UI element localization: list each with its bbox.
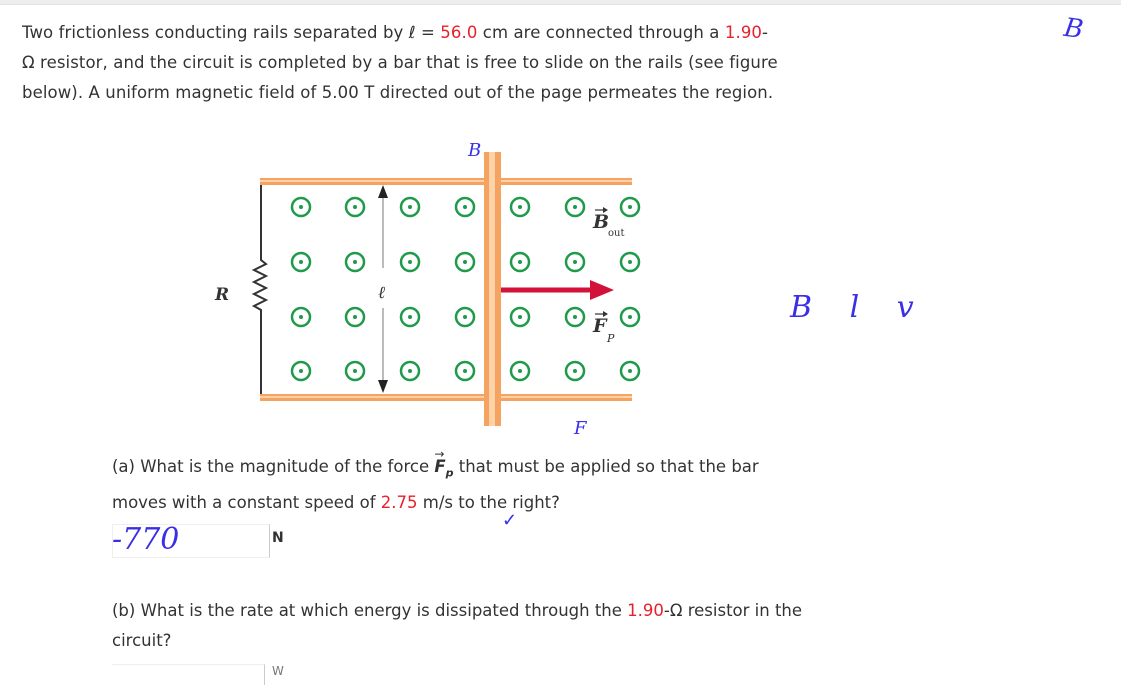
resistance-value: 1.90 [724, 23, 763, 42]
answer-a-unit: N [272, 530, 284, 546]
question-a-line-2: moves with a constant speed of 2.75 m/s … [112, 493, 560, 513]
question-a-line-1: (a) What is the magnitude of the force →… [112, 447, 1092, 488]
speed-value: 2.75 [380, 493, 418, 513]
rail-circuit-figure: R ℓ B out F P [200, 140, 660, 440]
question-a: (a) What is the magnitude of the force →… [112, 447, 1092, 518]
length-label: ℓ [378, 283, 385, 303]
question-b-line-2: circuit? [112, 631, 172, 650]
force-vector-symbol: →Fp [434, 447, 454, 480]
svg-text:out: out [608, 228, 624, 239]
resistor-icon [251, 185, 269, 394]
magnetic-field-out-icons [290, 196, 641, 382]
circuit-diagram: R ℓ B out F P [214, 152, 641, 426]
arrow-down-icon [378, 380, 388, 393]
Fp-label: F [592, 315, 608, 337]
problem-line-3: below). A uniform magnetic field of 5.00… [22, 83, 774, 102]
answer-b-input[interactable] [112, 664, 265, 685]
svg-text:P: P [606, 332, 615, 345]
answer-b-unit: W [272, 664, 284, 678]
resistance-value-b: 1.90 [627, 601, 664, 620]
problem-line-1: Two frictionless conducting rails separa… [22, 23, 769, 42]
answer-a-input[interactable] [112, 524, 270, 558]
problem-line-2: Ω resistor, and the circuit is completed… [22, 53, 778, 72]
top-divider [0, 0, 1121, 5]
problem-statement: Two frictionless conducting rails separa… [22, 18, 1102, 108]
arrow-up-icon [378, 185, 388, 198]
handwritten-formula-Blv: B l v [790, 290, 928, 325]
question-b: (b) What is the rate at which energy is … [112, 596, 1102, 656]
resistor-label: R [214, 285, 229, 305]
question-b-line-1: (b) What is the rate at which energy is … [112, 601, 803, 620]
separation-value: 56.0 [440, 23, 478, 42]
B-out-label: B [592, 211, 609, 233]
ell-symbol: ℓ [408, 23, 416, 42]
